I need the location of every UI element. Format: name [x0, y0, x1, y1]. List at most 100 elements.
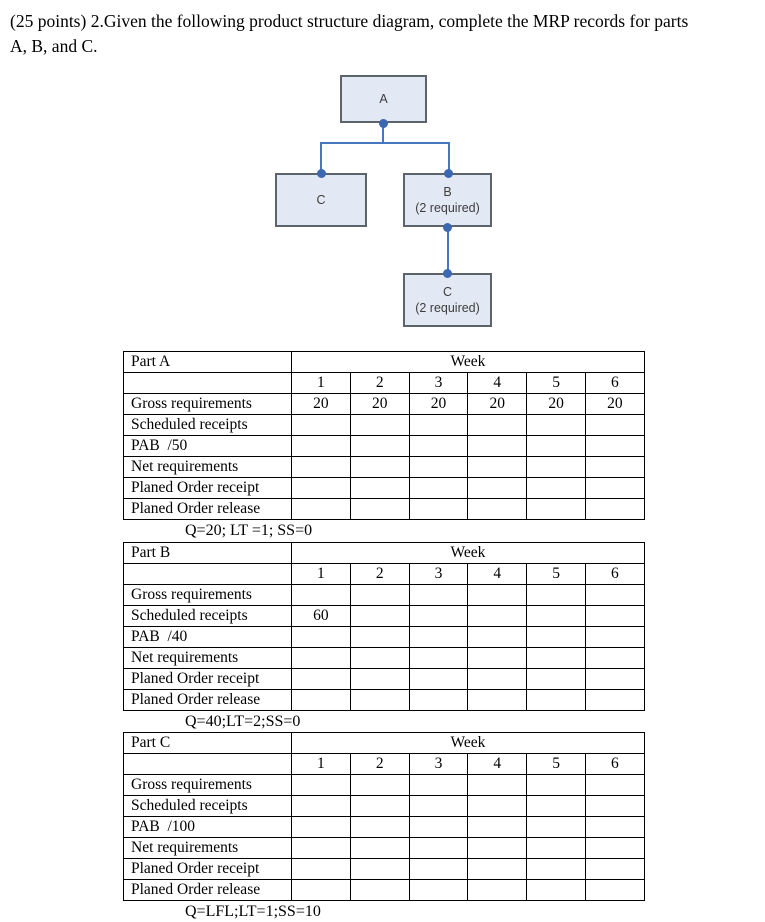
value-cell	[526, 626, 586, 648]
value-cell	[584, 837, 645, 859]
diagram-node-b: B (2 required)	[403, 173, 492, 227]
value-cell: 20	[467, 393, 528, 415]
value-cell	[526, 414, 586, 436]
value-cell	[349, 837, 410, 859]
value-cell	[349, 435, 410, 457]
week-number: 5	[526, 753, 586, 775]
week-header: Week	[291, 732, 645, 754]
value-cell	[526, 647, 586, 669]
week-number: 3	[408, 372, 469, 394]
value-cell	[526, 498, 586, 520]
problem-statement: (25 points) 2.Given the following produc…	[10, 9, 760, 59]
week-number: 5	[526, 372, 586, 394]
node-a-label: A	[379, 92, 388, 106]
value-cell	[291, 879, 351, 901]
row-label: Gross requirements	[123, 393, 292, 415]
lot-size-note: Q=40;LT=2;SS=0	[185, 713, 301, 730]
value-cell	[408, 795, 469, 817]
value-cell	[291, 414, 351, 436]
row-label: Planed Order release	[123, 879, 292, 901]
value-cell	[349, 584, 410, 606]
week-number: 1	[291, 753, 351, 775]
value-cell	[526, 816, 586, 838]
table-row: Scheduled receipts	[123, 795, 645, 817]
value-cell	[584, 584, 645, 606]
value-cell	[526, 477, 586, 499]
value-cell	[408, 626, 469, 648]
value-cell: 20	[291, 393, 351, 415]
week-number: 1	[291, 372, 351, 394]
value-cell	[408, 879, 469, 901]
value-cell	[526, 668, 586, 690]
value-cell	[584, 498, 645, 520]
value-cell	[584, 605, 645, 627]
connector-dot	[444, 169, 453, 178]
value-cell	[584, 647, 645, 669]
value-cell	[349, 477, 410, 499]
value-cell	[467, 858, 528, 880]
value-cell	[291, 837, 351, 859]
week-number: 6	[584, 753, 645, 775]
value-cell	[467, 816, 528, 838]
table-row: Gross requirements	[123, 774, 645, 796]
value-cell	[349, 414, 410, 436]
value-cell	[467, 647, 528, 669]
row-label: Planed Order receipt	[123, 858, 292, 880]
value-cell	[526, 689, 586, 711]
table-row: Planed Order receipt	[123, 858, 645, 880]
empty-cell	[123, 563, 292, 585]
value-cell	[467, 837, 528, 859]
table-row: Planed Order release	[123, 689, 645, 711]
value-cell	[291, 584, 351, 606]
table-row: Planed Order release	[123, 498, 645, 520]
lot-size-note: Q=LFL;LT=1;SS=10	[185, 903, 321, 920]
row-label: Planed Order receipt	[123, 477, 292, 499]
row-label: PAB /40	[123, 626, 292, 648]
week-number: 2	[349, 563, 410, 585]
value-cell	[349, 795, 410, 817]
value-cell	[349, 605, 410, 627]
diagram-node-a: A	[340, 75, 427, 123]
part-label: Part A	[123, 351, 292, 373]
week-header: Week	[291, 351, 645, 373]
connector-line	[447, 227, 449, 273]
value-cell	[349, 858, 410, 880]
value-cell	[291, 477, 351, 499]
connector-dot	[443, 269, 452, 278]
table-row: Planed Order receipt	[123, 477, 645, 499]
table-row: PAB /40	[123, 626, 645, 648]
value-cell	[526, 837, 586, 859]
value-cell: 20	[408, 393, 469, 415]
value-cell	[584, 626, 645, 648]
row-label: Planed Order release	[123, 498, 292, 520]
value-cell	[291, 668, 351, 690]
week-number: 4	[467, 563, 528, 585]
node-c2-quantity: (2 required)	[415, 301, 480, 315]
value-cell	[408, 605, 469, 627]
value-cell	[584, 689, 645, 711]
diagram-node-c2: C (2 required)	[403, 273, 492, 327]
table-row: Net requirements	[123, 647, 645, 669]
problem-statement-line1: (25 points) 2.Given the following produc…	[10, 11, 689, 31]
value-cell	[291, 626, 351, 648]
value-cell	[584, 477, 645, 499]
value-cell	[349, 816, 410, 838]
problem-statement-line2: A, B, and C.	[10, 36, 98, 56]
row-label: Scheduled receipts	[123, 414, 292, 436]
value-cell	[291, 689, 351, 711]
value-cell	[408, 774, 469, 796]
value-cell	[291, 435, 351, 457]
row-label: Net requirements	[123, 647, 292, 669]
empty-cell	[123, 372, 292, 394]
week-number: 2	[349, 372, 410, 394]
value-cell	[408, 477, 469, 499]
connector-dot	[379, 119, 388, 128]
value-cell	[349, 647, 410, 669]
row-label: Scheduled receipts	[123, 605, 292, 627]
